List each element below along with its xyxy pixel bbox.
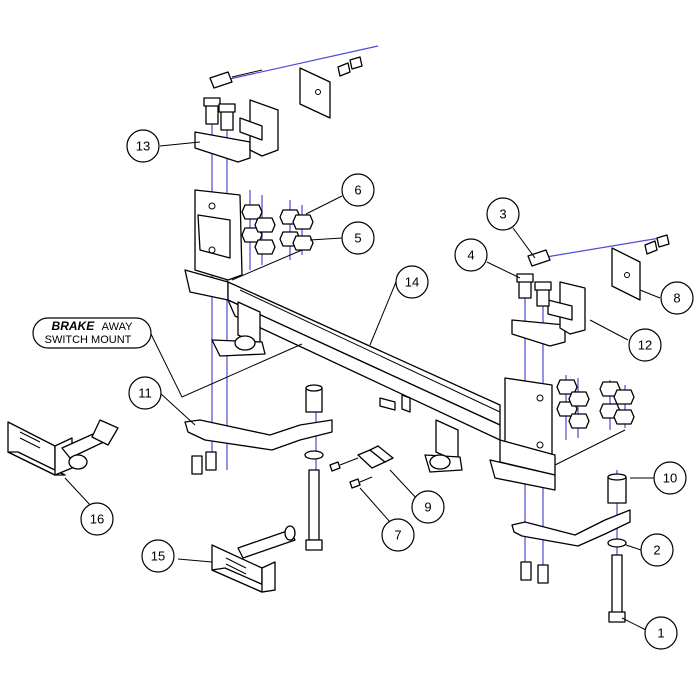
callout-12-number: 12	[638, 338, 652, 353]
part-10-right-spacer	[607, 473, 627, 504]
callout-7-number: 7	[394, 528, 401, 543]
part-9-switch-bracket	[357, 445, 394, 469]
parts-5-6-left-nuts	[241, 204, 314, 255]
callout-6-number: 6	[354, 183, 361, 198]
callout-7: 7	[381, 518, 415, 552]
part-8-right-plate	[611, 234, 670, 301]
callout-11: 11	[128, 376, 162, 410]
callout-16: 16	[80, 502, 114, 536]
callout-10-number: 10	[663, 471, 677, 486]
part-16-pin-bracket	[7, 419, 119, 476]
callout-2: 2	[640, 533, 674, 567]
switch-mount-label-brake: BRAKE	[52, 319, 96, 333]
nut-assembly-lines	[231, 249, 626, 471]
callout-6: 6	[341, 173, 375, 207]
switch-mount-label: BRAKE AWAY SWITCH MOUNT	[32, 317, 152, 349]
callout-13-number: 13	[136, 139, 150, 154]
right-lower-strap	[511, 509, 631, 584]
callout-2-number: 2	[653, 543, 660, 558]
callout-11-number: 11	[138, 386, 152, 401]
callout-8-number: 8	[673, 291, 680, 306]
part-12-right-bracket	[511, 249, 586, 347]
part-11-left-strap	[184, 419, 333, 475]
callout-9: 9	[411, 490, 445, 524]
part-13-left-bracket	[194, 56, 363, 163]
callout-4: 4	[454, 238, 488, 272]
switch-mount-label-line2: SWITCH MOUNT	[45, 334, 132, 346]
callout-13: 13	[126, 129, 160, 163]
part-15-pin-bracket	[211, 525, 296, 593]
callout-14: 14	[395, 265, 429, 299]
callout-5: 5	[341, 221, 375, 255]
callout-3: 3	[486, 197, 520, 231]
left-bolt-stack	[304, 384, 324, 551]
right-nut-stack	[556, 379, 635, 429]
callout-5-number: 5	[354, 231, 361, 246]
callout-14-number: 14	[405, 275, 419, 290]
callout-1-number: 1	[657, 626, 664, 641]
callout-10: 10	[653, 461, 687, 495]
switch-mount-label-box	[32, 317, 152, 349]
callout-4-number: 4	[467, 248, 474, 263]
callout-15-number: 15	[151, 549, 165, 564]
callout-8: 8	[660, 281, 694, 315]
switch-mount-label-away: AWAY	[102, 321, 133, 333]
part-14-main-frame	[184, 189, 556, 491]
callout-16-number: 16	[90, 512, 104, 527]
parts-1-2-right-bolt	[607, 538, 627, 623]
leader-lines	[64, 141, 661, 631]
part-7-screws	[329, 457, 373, 489]
callout-3-number: 3	[499, 207, 506, 222]
callout-1: 1	[644, 616, 678, 650]
switch-mount-label-line1: BRAKE AWAY	[52, 317, 134, 334]
callout-15: 15	[141, 539, 175, 573]
callout-9-number: 9	[424, 500, 431, 515]
callout-12: 12	[628, 328, 662, 362]
